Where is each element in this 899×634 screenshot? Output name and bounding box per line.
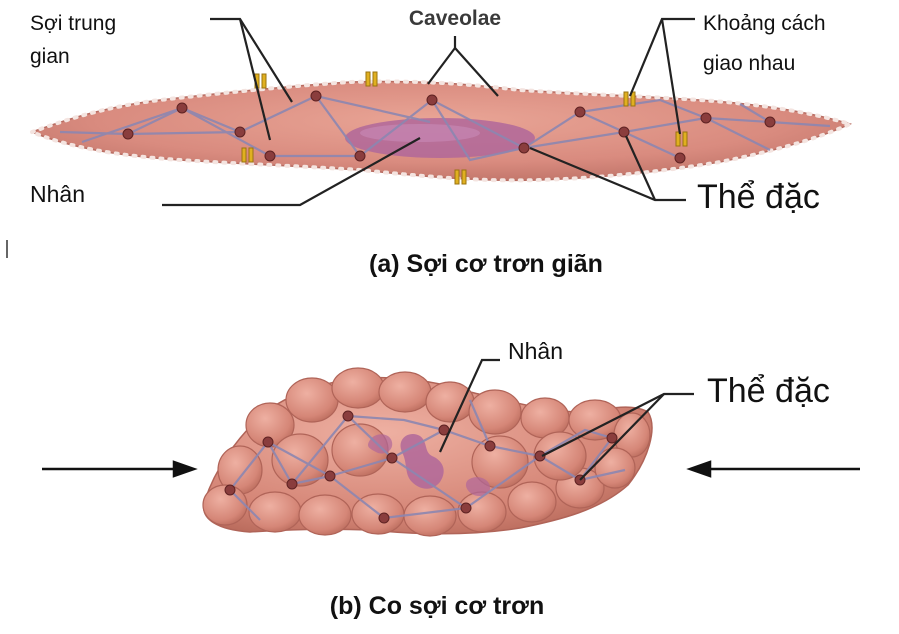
dense-body — [264, 150, 276, 162]
dense-body — [122, 128, 134, 140]
dense-body — [386, 452, 398, 464]
caveolae-dots — [26, 79, 856, 183]
caption-relaxed: (a) Sợi cơ trơn giãn — [369, 250, 603, 278]
gap-junction — [241, 147, 254, 163]
label-nucleus-a: Nhân — [30, 181, 85, 207]
gap-junction — [454, 169, 467, 185]
dense-body — [534, 450, 546, 462]
cell-bulge — [403, 495, 457, 537]
dense-body — [342, 410, 354, 422]
dense-body — [224, 484, 236, 496]
dense-body — [262, 436, 274, 448]
cell-bulge — [468, 389, 522, 435]
gap-junction — [675, 131, 688, 147]
dense-body — [426, 94, 438, 106]
dense-body — [574, 106, 586, 118]
caption-contracted: (b) Co sợi cơ trơn — [330, 592, 544, 620]
dense-body — [460, 502, 472, 514]
dense-body — [310, 90, 322, 102]
cell-bulge — [507, 481, 557, 523]
gap-junction — [365, 71, 378, 87]
leader-gap-junction — [628, 17, 695, 97]
compression-arrows — [42, 460, 860, 478]
dense-body — [674, 152, 686, 164]
nucleus-relaxed-highlight — [360, 124, 480, 142]
contracted-fiber — [202, 367, 653, 537]
gap-junctions — [241, 71, 688, 185]
label-caveolae: Caveolae — [409, 7, 501, 30]
dense-body — [286, 478, 298, 490]
dense-body — [354, 150, 366, 162]
nucleus-contracted-lobe — [368, 434, 393, 454]
leader-intermediate-filament-2 — [238, 18, 272, 141]
dense-body — [606, 432, 618, 444]
dense-body — [484, 440, 496, 452]
text-labels: Sợi trung gian Caveolae Khoảng cách giao… — [30, 7, 830, 620]
leader-nucleus-b — [438, 358, 500, 453]
dense-body — [324, 470, 336, 482]
arrow-left-head-icon — [686, 460, 712, 478]
leader-caveolae-1 — [427, 47, 456, 85]
dense-body — [518, 142, 530, 154]
label-intermediate-filament-line1: Sợi trung — [30, 12, 116, 35]
label-dense-body-a: Thể đặc — [697, 178, 820, 216]
cell-bulge — [425, 381, 475, 423]
dense-body — [618, 126, 630, 138]
cell-bulge — [378, 371, 432, 413]
label-intermediate-filament-line2: gian — [30, 45, 70, 68]
relaxed-fiber — [26, 71, 856, 185]
cell-bulge — [285, 377, 339, 423]
label-nucleus-b: Nhân — [508, 338, 563, 364]
gap-junction — [623, 91, 636, 107]
leader-dense-body-a-2 — [624, 135, 657, 201]
cell-bulge — [331, 367, 385, 409]
leader-lines — [6, 17, 695, 481]
cell-bulge — [248, 491, 302, 533]
dense-body — [234, 126, 246, 138]
cell-bulge — [298, 494, 352, 536]
label-gap-junction-line2: giao nhau — [703, 52, 795, 75]
cell-bulge — [533, 431, 587, 481]
dense-body — [700, 112, 712, 124]
dense-body — [764, 116, 776, 128]
dense-body — [176, 102, 188, 114]
arrow-right-head-icon — [172, 460, 198, 478]
dense-bodies-relaxed — [122, 90, 776, 164]
leader-caveolae-2 — [454, 47, 499, 97]
leader-gap-junction-2 — [660, 18, 682, 135]
label-dense-body-b: Thể đặc — [707, 372, 830, 410]
leader-dense-body-b-2 — [579, 393, 665, 481]
cell-bulge — [594, 447, 636, 489]
dense-body — [378, 512, 390, 524]
leader-nucleus-a — [162, 137, 421, 207]
nucleus-contracted-lobe — [465, 477, 490, 496]
label-gap-junction-line1: Khoảng cách — [703, 12, 826, 35]
